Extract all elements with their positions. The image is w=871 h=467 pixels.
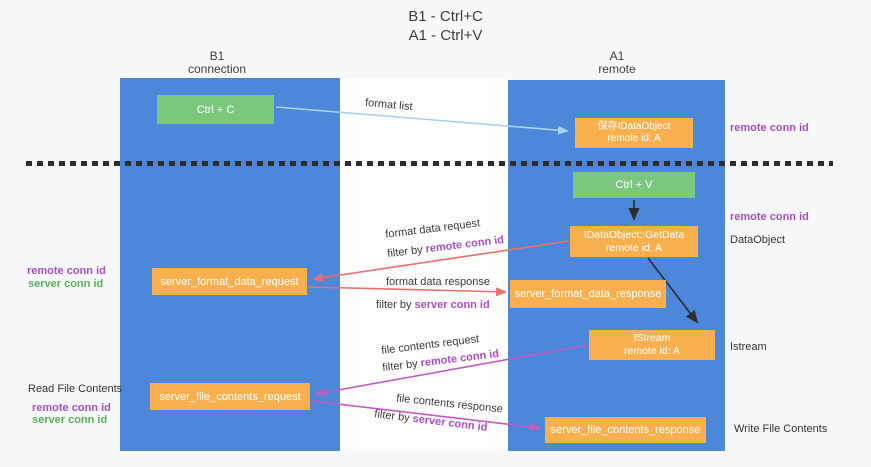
node-server-file-contents-request: server_file_contents_request xyxy=(150,383,310,410)
flow-label-format-response-filter: filter by server conn id xyxy=(376,299,490,311)
flow-label-format-data-response: format data response xyxy=(386,276,490,288)
node-ctrl-v: Ctrl + V xyxy=(573,172,695,198)
lane-b1-role: connection xyxy=(187,62,247,76)
lane-a1-name: A1 xyxy=(609,49,625,63)
annotation-read-remote-conn-id: remote conn id xyxy=(32,402,111,414)
session-divider-dashed-line xyxy=(26,161,833,166)
annotation-dataobject: DataObject xyxy=(730,234,786,246)
node-ctrl-c: Ctrl + C xyxy=(157,95,274,124)
save-idataobject-line2: remote id: A xyxy=(607,133,661,144)
node-idataobject-getdata: IDataObject::GetData remote id: A xyxy=(570,226,698,257)
save-idataobject-line1: 保存IDataObject xyxy=(597,121,671,132)
getdata-line1: IDataObject::GetData xyxy=(583,228,685,241)
annotation-remote-conn-id-top: remote conn id xyxy=(730,122,809,134)
filter-prefix: filter by xyxy=(376,299,415,311)
node-server-file-contents-response: server_file_contents_response xyxy=(545,417,706,443)
annotation-istream: Istream xyxy=(730,341,767,353)
lane-a1-role: remote xyxy=(598,62,636,76)
getdata-line2: remote id: A xyxy=(605,241,663,254)
title-line-2: A1 - Ctrl+V xyxy=(408,27,483,44)
annotation-left-remote-conn-id: remote conn id xyxy=(27,265,106,277)
lane-header-b1: B1 connection xyxy=(132,50,302,76)
server-format-data-request-label: server_format_data_request xyxy=(160,275,299,288)
istream-line2: remote id: A xyxy=(623,345,681,357)
server-format-data-response-label: server_format_data_response xyxy=(514,288,662,300)
filter-server-conn-id: server conn id xyxy=(414,299,490,311)
server-file-contents-response-label: server_file_contents_response xyxy=(550,424,701,436)
ctrl-c-label: Ctrl + C xyxy=(196,103,235,116)
lane-b1-name: B1 xyxy=(209,49,225,63)
node-save-idataobject: 保存IDataObject remote id: A xyxy=(575,118,693,148)
node-istream: IStream remote id: A xyxy=(589,330,715,360)
lane-header-a1: A1 remote xyxy=(532,50,702,76)
title-line-1: B1 - Ctrl+C xyxy=(408,8,483,25)
diagram-title: B1 - Ctrl+C A1 - Ctrl+V xyxy=(10,7,871,45)
node-server-format-data-request: server_format_data_request xyxy=(152,268,307,295)
annotation-read-server-conn-id: server conn id xyxy=(32,414,108,426)
annotation-write-file-contents: Write File Contents xyxy=(734,423,828,435)
annotation-left-server-conn-id: server conn id xyxy=(28,278,104,290)
server-file-contents-request-label: server_file_contents_request xyxy=(159,390,301,403)
annotation-read-file-contents: Read File Contents xyxy=(28,383,123,395)
annotation-remote-conn-id-mid: remote conn id xyxy=(730,211,809,223)
istream-line1: IStream xyxy=(633,332,671,344)
node-server-format-data-response: server_format_data_response xyxy=(510,280,666,308)
ctrl-v-label: Ctrl + V xyxy=(615,179,653,191)
